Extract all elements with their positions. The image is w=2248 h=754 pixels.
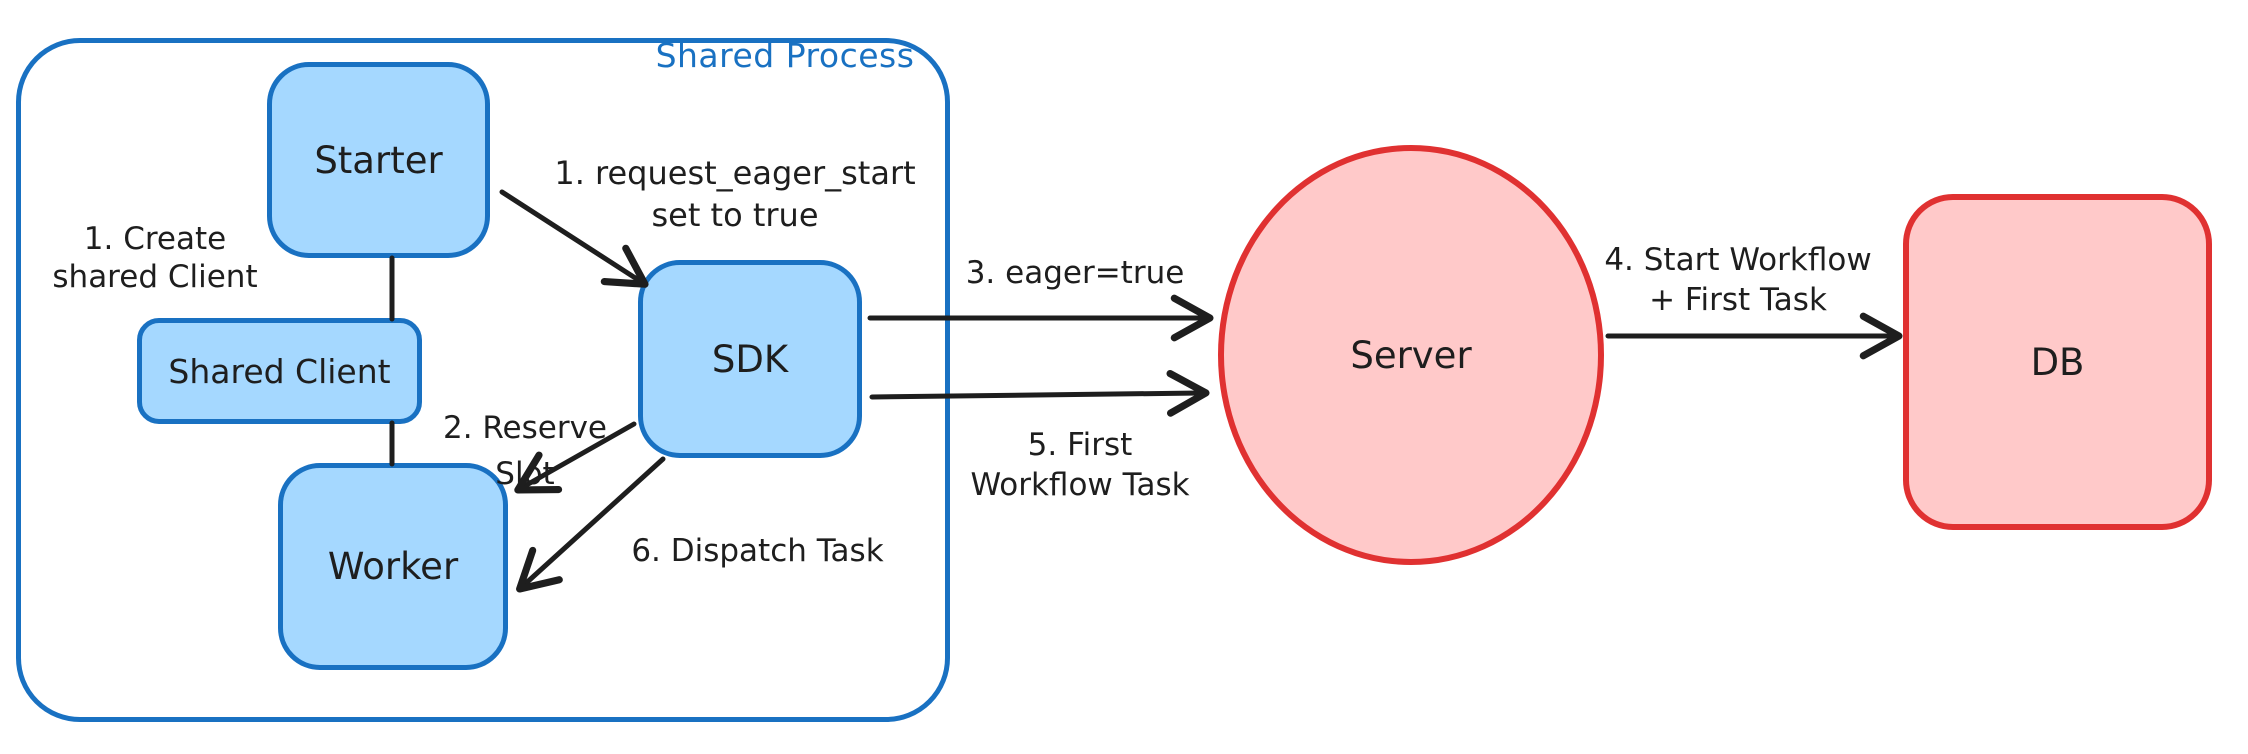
label-line: Workflow Task (970, 467, 1190, 503)
node-worker: Worker (278, 463, 508, 670)
label-reserve-slot: 2. Reserve Slot (420, 405, 630, 497)
label-line: 6. Dispatch Task (631, 533, 884, 569)
node-starter: Starter (267, 62, 490, 258)
node-server: Server (1218, 145, 1604, 565)
label-eager-true: 3. eager=true (950, 255, 1200, 291)
node-db: DB (1903, 194, 2212, 530)
label-create-shared-client: 1. Create shared Client (35, 220, 275, 296)
label-line: set to true (651, 196, 819, 234)
label-line: shared Client (52, 259, 258, 295)
label-line: 3. eager=true (965, 255, 1185, 291)
shared-client-label: Shared Client (168, 351, 391, 391)
sdk-label: SDK (711, 337, 789, 381)
label-line: 4. Start Workflow (1604, 242, 1872, 278)
server-label: Server (1350, 333, 1472, 377)
worker-label: Worker (327, 545, 459, 588)
shared-process-container (16, 38, 950, 722)
label-dispatch-task: 6. Dispatch Task (600, 533, 915, 569)
label-line: 1. Create (83, 221, 227, 257)
label-first-workflow-task: 5. First Workflow Task (940, 425, 1220, 505)
node-shared-client: Shared Client (137, 318, 422, 424)
db-label: DB (2030, 340, 2085, 384)
shared-process-title: Shared Process (655, 36, 915, 75)
label-request-eager-start: 1. request_eager_start set to true (535, 152, 935, 236)
starter-label: Starter (314, 138, 443, 182)
label-line: Slot (495, 456, 555, 492)
label-start-workflow: 4. Start Workflow + First Task (1588, 240, 1888, 320)
label-line: 2. Reserve (442, 410, 608, 446)
label-line: 5. First (1027, 427, 1133, 463)
label-line: + First Task (1649, 282, 1827, 318)
label-line: 1. request_eager_start (554, 154, 916, 192)
node-sdk: SDK (638, 260, 862, 458)
